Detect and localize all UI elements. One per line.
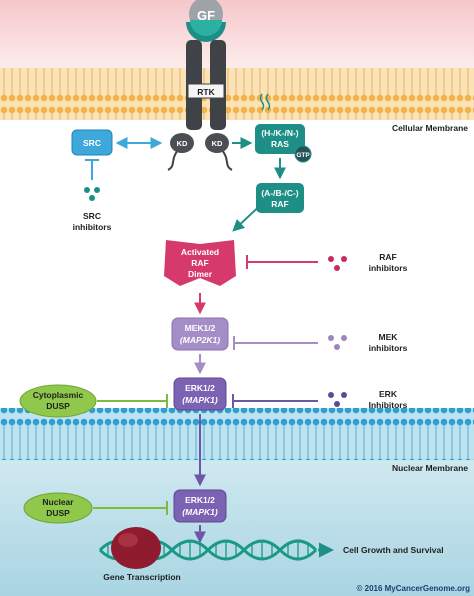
src-label: SRC bbox=[83, 138, 101, 148]
cellular-membrane-label: Cellular Membrane bbox=[392, 123, 468, 133]
nuclear-dusp-label-2: DUSP bbox=[46, 508, 70, 518]
raf-inhibitors-label-2: inhibitors bbox=[369, 263, 408, 273]
gene-transcription-label: Gene Transcription bbox=[103, 572, 180, 582]
gtp-label: GTP bbox=[296, 152, 310, 159]
extracellular-space bbox=[0, 0, 474, 68]
gf-label: GF bbox=[197, 8, 215, 23]
kinase-domain-right bbox=[205, 133, 229, 153]
growth-label: Cell Growth and Survival bbox=[343, 545, 444, 555]
erk-nuclear-label-2: (MAPK1) bbox=[182, 507, 218, 517]
src-inhibitors-label-1: SRC bbox=[83, 211, 101, 221]
raf-label-1: (A-/B-/C-) bbox=[261, 188, 298, 198]
src-node bbox=[71, 129, 113, 156]
kinase-domain-left bbox=[170, 133, 194, 153]
nuclear-membrane-lipids bbox=[0, 408, 474, 460]
ras-lipid-anchor bbox=[259, 93, 271, 111]
raf-dimer-node bbox=[164, 240, 236, 286]
kd-label-left: KD bbox=[177, 139, 188, 148]
kd-label-right: KD bbox=[212, 139, 223, 148]
nuclear-dusp-label-1: Nuclear bbox=[42, 497, 74, 507]
erk-nuclear-node bbox=[173, 489, 227, 523]
raf-dimer-label-3: Dimer bbox=[188, 269, 213, 279]
raf-dimer-arrow bbox=[232, 199, 267, 232]
nuclear-membrane-label: Nuclear Membrane bbox=[392, 463, 468, 473]
cytoplasmic-dusp-label-1: Cytoplasmic bbox=[33, 390, 84, 400]
mek-node bbox=[171, 317, 229, 351]
erk-inhibitors-label-1: ERK bbox=[379, 389, 398, 399]
src-inhibitor-dots bbox=[84, 187, 100, 201]
raf-label-2: RAF bbox=[271, 199, 288, 209]
ras-node bbox=[255, 124, 305, 154]
raf-inhibitors-label-1: RAF bbox=[379, 252, 396, 262]
raf-node bbox=[256, 183, 304, 213]
erk-inhibitor-dots bbox=[328, 392, 347, 407]
ras-label-1: (H-/K-/N-) bbox=[261, 128, 298, 138]
mek-inhibitor-dots bbox=[328, 335, 347, 350]
copyright: © 2016 MyCancerGenome.org bbox=[357, 584, 471, 593]
erk-cytoplasmic-label-2: (MAPK1) bbox=[182, 395, 218, 405]
raf-dimer-label-2: RAF bbox=[191, 258, 208, 268]
rtk-receptor: GF RTK KD KD bbox=[167, 0, 233, 171]
mek-label-2: (MAP2K1) bbox=[180, 335, 220, 345]
mek-label-1: MEK1/2 bbox=[185, 323, 216, 333]
gtp-badge bbox=[294, 145, 312, 163]
ras-label-2: RAS bbox=[271, 139, 289, 149]
erk-cytoplasmic-node bbox=[173, 377, 227, 411]
rna-polymerase bbox=[111, 527, 161, 569]
cytoplasmic-dusp-label-2: DUSP bbox=[46, 401, 70, 411]
cellular-membrane-lipids bbox=[0, 68, 474, 120]
nucleus bbox=[0, 460, 474, 596]
cytoplasmic-dusp-node bbox=[19, 384, 97, 418]
nuclear-dusp-node bbox=[23, 492, 93, 524]
raf-inhibitor-dots bbox=[328, 256, 347, 271]
erk-nuclear-label-1: ERK1/2 bbox=[185, 495, 215, 505]
mek-inhibitors-label-2: inhibitors bbox=[369, 343, 408, 353]
mek-inhibitors-label-1: MEK bbox=[379, 332, 399, 342]
raf-dimer-label-1: Activated bbox=[181, 247, 219, 257]
rtk-label: RTK bbox=[197, 87, 215, 97]
erk-inhibitors-label-2: Inhibitors bbox=[369, 400, 408, 410]
src-inhibitors-label-2: inhibitors bbox=[73, 222, 112, 232]
erk-cytoplasmic-label-1: ERK1/2 bbox=[185, 383, 215, 393]
